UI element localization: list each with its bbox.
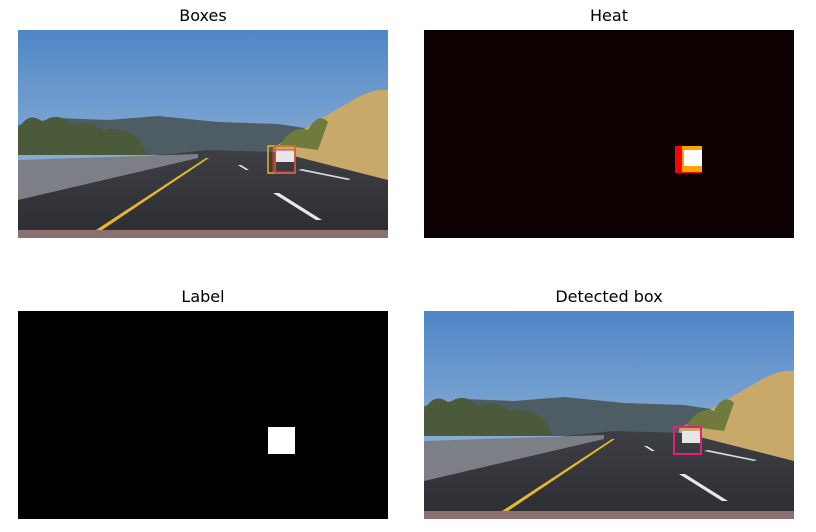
detected-title: Detected box (555, 287, 663, 306)
boxes-image (18, 30, 388, 238)
label-title: Label (181, 287, 225, 306)
label-image (18, 311, 388, 519)
heat-image (424, 30, 794, 238)
detected-image (424, 311, 794, 519)
detected-box (673, 426, 702, 455)
heat-title: Heat (590, 6, 628, 25)
label-blob (268, 427, 295, 454)
boxes-title: Boxes (179, 6, 227, 25)
heat-blob-high (684, 150, 702, 166)
